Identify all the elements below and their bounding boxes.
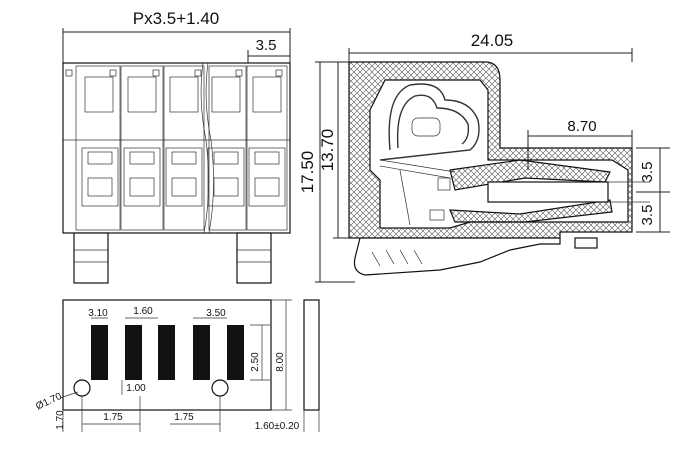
pad-width-dim: 3.10 <box>88 308 108 319</box>
upper-pitch-dim: 3.5 <box>639 162 656 183</box>
hole-dia-dim: Ø1.70 <box>34 391 64 413</box>
wire-depth-dim: 8.70 <box>567 118 596 135</box>
pad-pitch-dim: 3.50 <box>206 308 226 319</box>
pole-5 <box>246 65 288 231</box>
side-length-dim: 24.05 <box>471 31 514 50</box>
lower-pitch-dim: 3.5 <box>639 205 656 226</box>
left-spacing-dim: 1.75 <box>103 412 123 423</box>
pad-3 <box>158 325 175 380</box>
right-spacing-dim: 1.75 <box>174 412 194 423</box>
pad-height-dim: 2.50 <box>250 352 261 372</box>
side-view: 24.05 17.50 13.70 <box>298 31 670 283</box>
pad-gap-dim: 1.60 <box>133 306 153 317</box>
pad-2 <box>125 325 142 380</box>
pole-4 <box>207 65 247 231</box>
pole-2 <box>120 65 164 231</box>
pad-5 <box>227 325 244 380</box>
pole-3 <box>163 65 205 231</box>
side-inner-height-dim: 13.70 <box>318 129 337 172</box>
hole-offset-dim: 1.00 <box>126 383 146 394</box>
mount-hole-right <box>211 379 229 397</box>
edge-margin-dim: 1.70 <box>55 410 66 430</box>
front-pins <box>73 232 272 284</box>
pcb-thickness-view: 1.60±0.20 <box>255 299 320 432</box>
front-view: Px3.5+1.40 3.5 <box>62 9 291 284</box>
front-width-dim: Px3.5+1.40 <box>133 9 220 28</box>
board-height-dim: 8.00 <box>275 352 286 372</box>
pcb-layout: 3.10 1.60 3.50 Ø1.70 1.00 2.50 8.00 1.70… <box>34 299 292 432</box>
pole-1 <box>75 65 121 231</box>
pad-1 <box>91 325 108 380</box>
side-height-dim: 17.50 <box>298 151 317 194</box>
thickness-dim: 1.60±0.20 <box>255 421 300 432</box>
mount-hole-left <box>73 379 91 397</box>
front-pitch-dim: 3.5 <box>256 37 277 54</box>
pad-4 <box>193 325 210 380</box>
